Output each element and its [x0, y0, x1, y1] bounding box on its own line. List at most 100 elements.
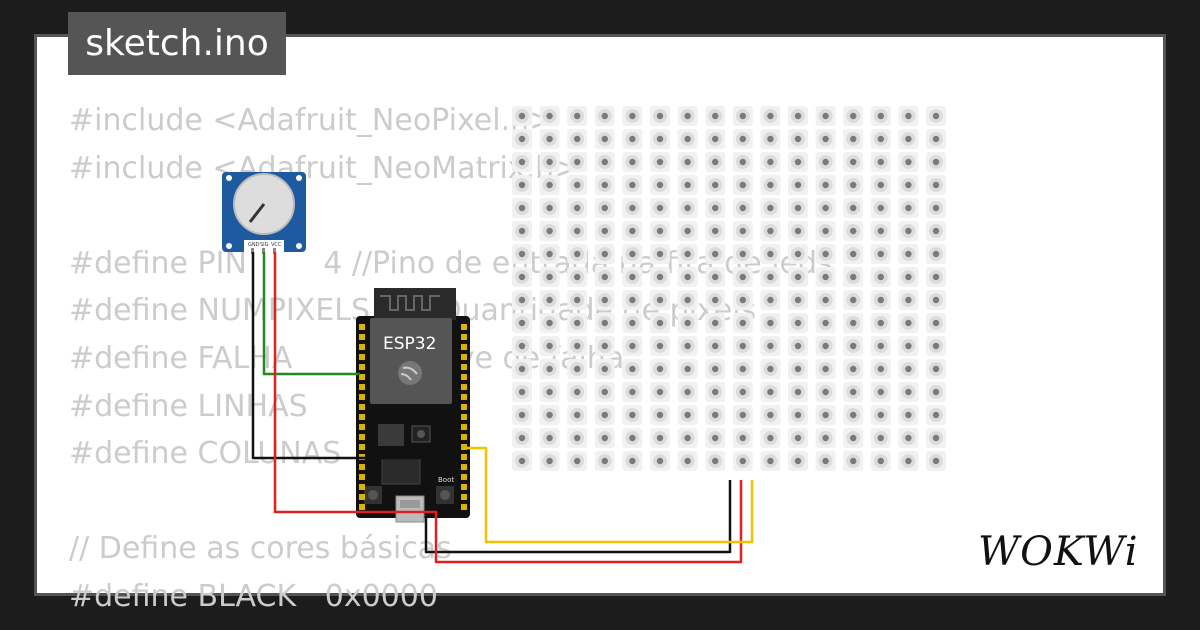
header-pin[interactable]	[461, 424, 467, 430]
matrix-led	[705, 221, 726, 241]
matrix-led	[539, 129, 560, 149]
matrix-led	[926, 290, 946, 310]
header-pin[interactable]	[359, 384, 365, 390]
matrix-led	[815, 290, 836, 310]
matrix-led	[622, 428, 643, 448]
header-pin[interactable]	[359, 324, 365, 330]
matrix-led	[677, 175, 698, 195]
header-pin[interactable]	[461, 464, 467, 470]
matrix-led	[760, 221, 781, 241]
matrix-led	[732, 221, 753, 241]
header-pin[interactable]	[359, 404, 365, 410]
matrix-led	[677, 198, 698, 218]
header-pin[interactable]	[359, 344, 365, 350]
matrix-led	[843, 152, 864, 172]
header-pin[interactable]	[461, 384, 467, 390]
matrix-led	[650, 267, 670, 287]
wokwi-logo[interactable]: WOKWi	[978, 529, 1139, 575]
header-pin[interactable]	[359, 334, 365, 340]
matrix-led	[870, 244, 891, 264]
matrix-led	[815, 359, 836, 379]
pot-pin-gnd: GND	[248, 242, 260, 248]
header-pin[interactable]	[461, 474, 467, 480]
matrix-led	[926, 175, 946, 195]
header-pin[interactable]	[359, 444, 365, 450]
matrix-led	[788, 451, 808, 471]
header-pin[interactable]	[461, 344, 467, 350]
matrix-led	[815, 106, 836, 126]
header-pin[interactable]	[359, 394, 365, 400]
matrix-led	[788, 405, 808, 425]
header-pin[interactable]	[461, 364, 467, 370]
matrix-led	[539, 382, 560, 402]
matrix-led	[870, 451, 891, 471]
matrix-led	[898, 405, 919, 425]
matrix-led	[760, 175, 781, 195]
header-pin[interactable]	[359, 354, 365, 360]
matrix-led	[732, 451, 753, 471]
header-pin[interactable]	[359, 464, 365, 470]
header-pin[interactable]	[461, 434, 467, 440]
matrix-led	[898, 152, 919, 172]
matrix-led	[512, 359, 532, 379]
header-pin[interactable]	[359, 494, 365, 500]
header-pin[interactable]	[359, 504, 365, 510]
matrix-led	[622, 129, 643, 149]
header-pin[interactable]	[461, 454, 467, 460]
matrix-led	[567, 313, 588, 333]
header-pin[interactable]	[461, 354, 467, 360]
matrix-led	[539, 359, 560, 379]
header-pin[interactable]	[359, 374, 365, 380]
matrix-led	[539, 428, 560, 448]
header-pin[interactable]	[461, 324, 467, 330]
matrix-led	[705, 290, 726, 310]
matrix-led	[760, 152, 781, 172]
matrix-led	[788, 175, 808, 195]
matrix-led	[760, 106, 781, 126]
wire-yellow-data	[466, 446, 754, 544]
header-pin[interactable]	[461, 494, 467, 500]
wire-black-gnd	[251, 252, 732, 554]
matrix-led	[705, 336, 726, 356]
header-pin[interactable]	[359, 364, 365, 370]
matrix-led	[898, 198, 919, 218]
matrix-led	[567, 336, 588, 356]
matrix-led	[594, 244, 615, 264]
header-pin[interactable]	[461, 394, 467, 400]
header-pin[interactable]	[359, 434, 365, 440]
header-pin[interactable]	[461, 444, 467, 450]
wires	[251, 252, 754, 564]
header-pin[interactable]	[359, 424, 365, 430]
matrix-led	[594, 359, 615, 379]
potentiometer[interactable]: GND SIG VCC	[222, 172, 306, 254]
matrix-led	[926, 451, 946, 471]
header-pin[interactable]	[461, 484, 467, 490]
matrix-led	[843, 451, 864, 471]
header-pin[interactable]	[359, 484, 365, 490]
matrix-led	[594, 198, 615, 218]
matrix-led	[760, 405, 781, 425]
header-pin[interactable]	[461, 374, 467, 380]
header-pin[interactable]	[461, 504, 467, 510]
matrix-led	[650, 244, 670, 264]
matrix-led	[622, 290, 643, 310]
code-line: #include <Adafruit_NeoPixel.h>	[69, 103, 555, 138]
file-tab[interactable]: sketch.ino	[68, 12, 286, 75]
matrix-led	[539, 336, 560, 356]
header-pin[interactable]	[461, 404, 467, 410]
matrix-led	[788, 267, 808, 287]
matrix-led	[567, 405, 588, 425]
header-pin[interactable]	[359, 474, 365, 480]
matrix-led	[650, 221, 670, 241]
antenna-trace	[380, 295, 440, 311]
matrix-led	[843, 106, 864, 126]
matrix-led	[788, 428, 808, 448]
header-pin[interactable]	[359, 414, 365, 420]
header-pin[interactable]	[461, 414, 467, 420]
header-pin[interactable]	[461, 334, 467, 340]
matrix-led	[512, 382, 532, 402]
matrix-led	[898, 244, 919, 264]
matrix-led	[567, 290, 588, 310]
matrix-led	[760, 198, 781, 218]
matrix-led	[732, 405, 753, 425]
